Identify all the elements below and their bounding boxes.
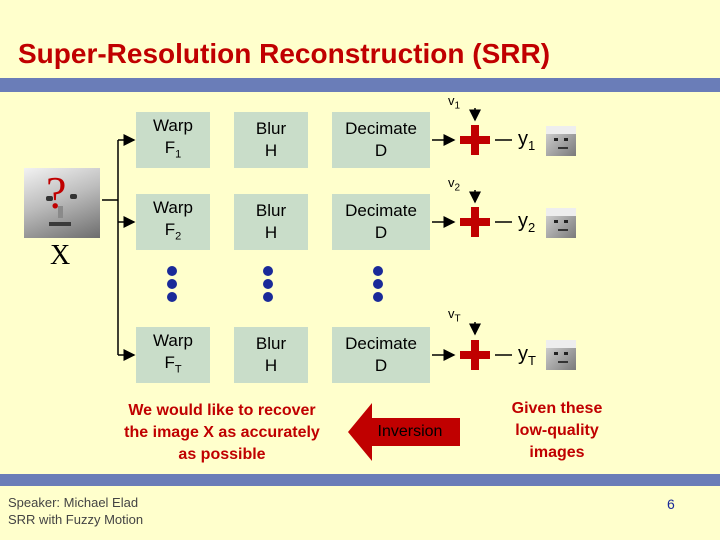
warp-symbol: FT	[164, 352, 182, 376]
face-mouth	[49, 222, 71, 226]
noise-label-1: v1	[448, 93, 461, 112]
question-mark: ?	[46, 167, 67, 218]
recover-caption: We would like to recover the image X as …	[124, 402, 320, 463]
blur-label: Blur	[255, 119, 287, 138]
low-res-image-1	[546, 126, 576, 156]
blur-label: Blur	[255, 201, 287, 220]
decimate-label: Decimate	[345, 201, 417, 220]
decimate-box-2: Decimate D	[332, 194, 430, 250]
decimate-label: Decimate	[345, 119, 417, 138]
blur-box-t: Blur H	[234, 327, 308, 383]
output-label-1: y1	[518, 128, 536, 153]
blur-symbol: H	[264, 356, 278, 375]
low-res-image-2	[546, 208, 576, 238]
bottom-divider-bar	[0, 474, 720, 486]
inversion-label: Inversion	[377, 423, 443, 440]
footer-talk-title: SRR with Fuzzy Motion	[8, 512, 144, 527]
warp-label: Warp	[153, 330, 193, 350]
noise-label-2: v2	[448, 175, 461, 194]
image-x-label: X	[50, 240, 71, 271]
footer: Speaker: Michael Elad SRR with Fuzzy Mot…	[8, 494, 143, 528]
warp-symbol: F1	[164, 137, 182, 161]
plus-icon	[460, 340, 490, 370]
top-divider-bar	[0, 78, 720, 92]
decimate-box-t: Decimate D	[332, 327, 430, 383]
warp-box-1: Warp F1	[136, 112, 210, 168]
decimate-symbol: D	[374, 141, 388, 160]
blur-box-1: Blur H	[234, 112, 308, 168]
plus-icon	[460, 125, 490, 155]
page-number: 6	[667, 496, 675, 512]
ellipsis-dots-blur	[263, 266, 275, 305]
blur-symbol: H	[264, 223, 278, 242]
warp-box-t: Warp FT	[136, 327, 210, 383]
output-label-2: y2	[518, 210, 536, 235]
output-label-t: yT	[518, 343, 536, 368]
face-eye-left	[46, 196, 53, 201]
noise-label-t: vT	[448, 306, 461, 325]
plus-icon	[460, 207, 490, 237]
face-eye-right	[70, 194, 77, 199]
decimate-label: Decimate	[345, 334, 417, 353]
blur-box-2: Blur H	[234, 194, 308, 250]
warp-label: Warp	[153, 115, 193, 135]
inversion-arrow-icon	[348, 403, 460, 461]
face-nose	[58, 206, 63, 218]
ellipsis-dots-warp	[167, 266, 179, 305]
input-image	[24, 168, 100, 238]
warp-label: Warp	[153, 197, 193, 217]
decimate-symbol: D	[374, 356, 388, 375]
given-caption: Given these low-quality images	[511, 400, 603, 461]
decimate-symbol: D	[374, 223, 388, 242]
footer-speaker: Speaker: Michael Elad	[8, 495, 139, 510]
blur-label: Blur	[255, 334, 287, 353]
warp-box-2: Warp F2	[136, 194, 210, 250]
blur-symbol: H	[264, 141, 278, 160]
warp-symbol: F2	[164, 219, 182, 243]
low-res-image-t	[546, 340, 576, 370]
ellipsis-dots-decimate	[373, 266, 385, 305]
slide-title: Super-Resolution Reconstruction (SRR)	[18, 38, 551, 69]
decimate-box-1: Decimate D	[332, 112, 430, 168]
